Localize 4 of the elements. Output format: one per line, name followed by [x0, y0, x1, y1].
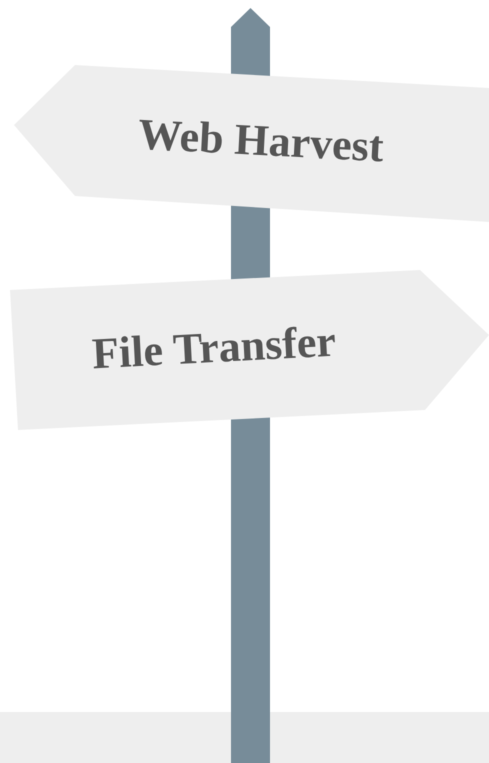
sign-label: Web Harvest [136, 110, 385, 172]
direction-sign [14, 65, 489, 222]
direction-sign [10, 270, 489, 430]
sign-label: File Transfer [90, 318, 338, 379]
